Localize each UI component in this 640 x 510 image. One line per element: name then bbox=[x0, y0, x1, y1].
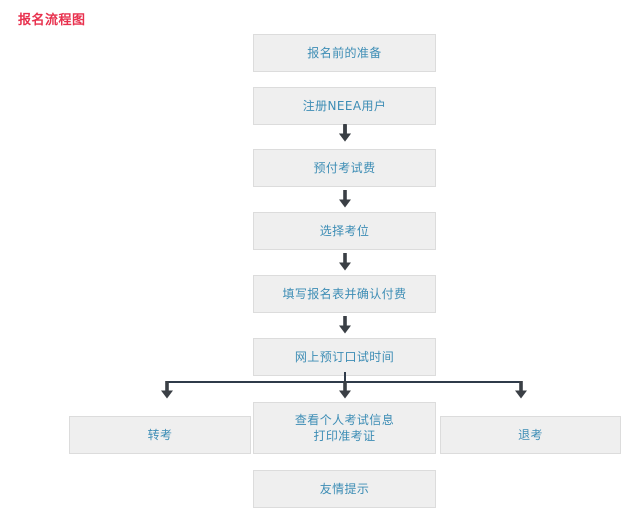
branch-connector-stem bbox=[344, 372, 346, 382]
flow-step-footer-label: 友情提示 bbox=[319, 482, 370, 496]
flow-branch-left[interactable]: 转考 bbox=[69, 416, 251, 454]
flow-branch-right-label: 退考 bbox=[518, 428, 543, 442]
flow-step-4[interactable]: 选择考位 bbox=[253, 212, 436, 250]
arrow-down-icon-step4-step5 bbox=[337, 253, 353, 271]
page-title: 报名流程图 bbox=[18, 13, 86, 28]
arrow-down-icon-branch-left bbox=[159, 381, 175, 399]
arrow-down-icon-branch-right bbox=[513, 381, 529, 399]
flow-step-1-label: 报名前的准备 bbox=[307, 46, 382, 60]
flow-step-5-label: 填写报名表并确认付费 bbox=[282, 287, 407, 301]
flow-step-3[interactable]: 预付考试费 bbox=[253, 149, 436, 187]
flow-step-4-label: 选择考位 bbox=[319, 224, 370, 238]
flow-step-3-label: 预付考试费 bbox=[313, 161, 376, 175]
flow-branch-right[interactable]: 退考 bbox=[440, 416, 621, 454]
flow-step-2-label: 注册NEEA用户 bbox=[302, 99, 387, 113]
flow-branch-center-label-line-1: 查看个人考试信息 bbox=[294, 413, 395, 427]
flow-step-5[interactable]: 填写报名表并确认付费 bbox=[253, 275, 436, 313]
arrow-down-icon-step3-step4 bbox=[337, 190, 353, 208]
flow-step-footer[interactable]: 友情提示 bbox=[253, 470, 436, 508]
arrow-down-icon-step5-step6 bbox=[337, 316, 353, 334]
arrow-down-icon-branch-center bbox=[337, 381, 353, 399]
flow-step-1[interactable]: 报名前的准备 bbox=[253, 34, 436, 72]
arrow-down-icon-step2-step3 bbox=[337, 124, 353, 142]
flow-step-2[interactable]: 注册NEEA用户 bbox=[253, 87, 436, 125]
flow-branch-left-label: 转考 bbox=[147, 428, 173, 442]
flow-step-6-label: 网上预订口试时间 bbox=[294, 350, 395, 364]
flow-branch-center[interactable]: 查看个人考试信息 打印准考证 bbox=[253, 402, 436, 454]
flow-branch-center-label-line-2: 打印准考证 bbox=[313, 429, 376, 443]
flow-step-6[interactable]: 网上预订口试时间 bbox=[253, 338, 436, 376]
